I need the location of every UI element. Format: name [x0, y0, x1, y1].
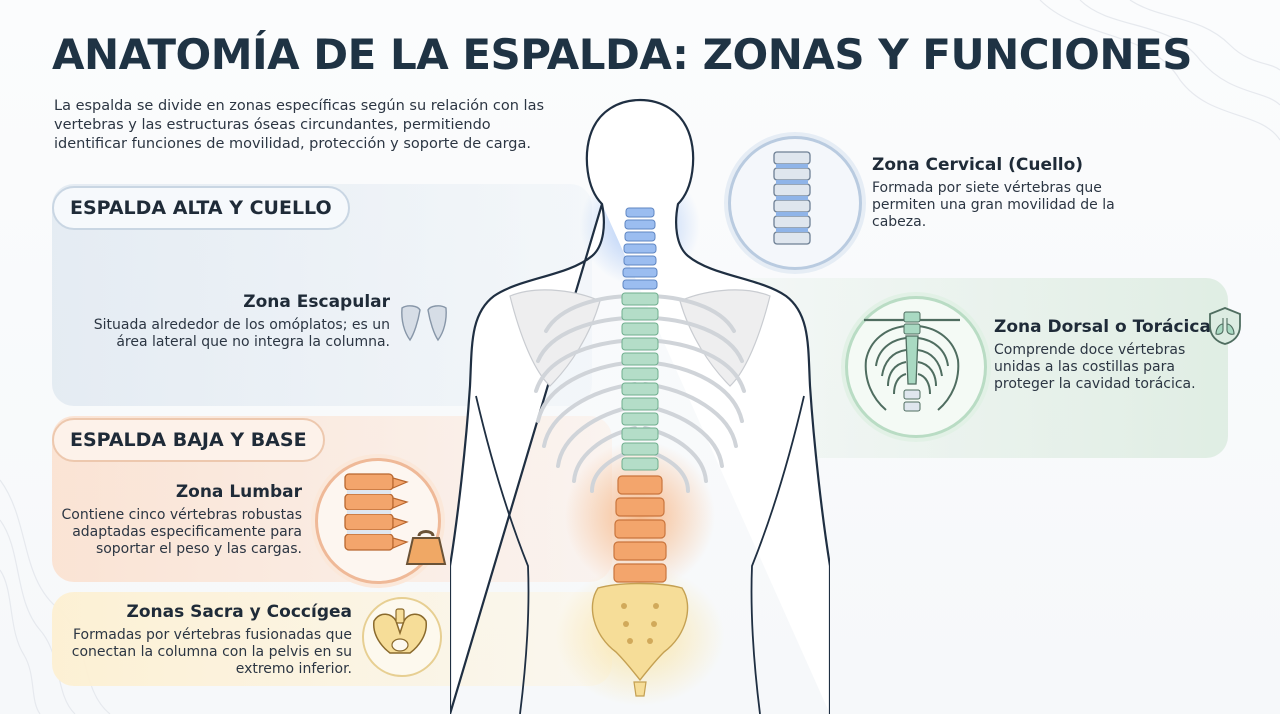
zone-sacra-desc: Formadas por vértebras fusionadas que co…: [71, 627, 352, 677]
zone-cervical-desc: Formada por siete vértebras que permiten…: [872, 180, 1115, 230]
zone-cervical: Zona Cervical (Cuello) Formada por siete…: [872, 155, 1132, 231]
zone-dorsal-title: Zona Dorsal o Torácica: [994, 317, 1211, 337]
zone-escapular-title: Zona Escapular: [243, 292, 390, 312]
scapula-icon: [401, 305, 447, 342]
weight-icon: [405, 530, 447, 565]
zone-cervical-title: Zona Cervical (Cuello): [872, 155, 1084, 175]
section-upper-back: ESPALDA ALTA Y CUELLO: [52, 186, 350, 230]
cervical-vertebrae-icon: [773, 151, 811, 245]
sacral-panel: [52, 592, 612, 686]
zone-dorsal-desc: Comprende doce vértebras unidas a las co…: [994, 342, 1196, 392]
back-anatomy-figure: [450, 98, 830, 714]
lungs-shield-icon: [1209, 307, 1241, 345]
intro-text: La espalda se divide en zonas específica…: [54, 98, 545, 152]
pelvis-icon: [373, 608, 427, 654]
page-title: ANATOMÍA DE LA ESPALDA: ZONAS Y FUNCIONE…: [52, 30, 1192, 79]
section-lower-back: ESPALDA BAJA Y BASE: [52, 418, 325, 462]
zone-escapular: Zona Escapular Situada alrededor de los …: [70, 292, 390, 351]
zone-dorsal: Zona Dorsal o Torácica Comprende doce vé…: [994, 317, 1219, 393]
lumbar-vertebrae-icon: [344, 473, 409, 551]
zone-sacra-title: Zonas Sacra y Coccígea: [126, 602, 353, 622]
zone-lumbar-title: Zona Lumbar: [175, 482, 302, 502]
zone-lumbar: Zona Lumbar Contiene cinco vértebras rob…: [42, 482, 302, 558]
zone-lumbar-desc: Contiene cinco vértebras robustas adapta…: [61, 507, 302, 557]
ribcage-icon: [864, 311, 960, 412]
zone-sacra: Zonas Sacra y Coccígea Formadas por vért…: [42, 602, 352, 678]
zone-escapular-desc: Situada alrededor de los omóplatos; es u…: [93, 317, 390, 350]
